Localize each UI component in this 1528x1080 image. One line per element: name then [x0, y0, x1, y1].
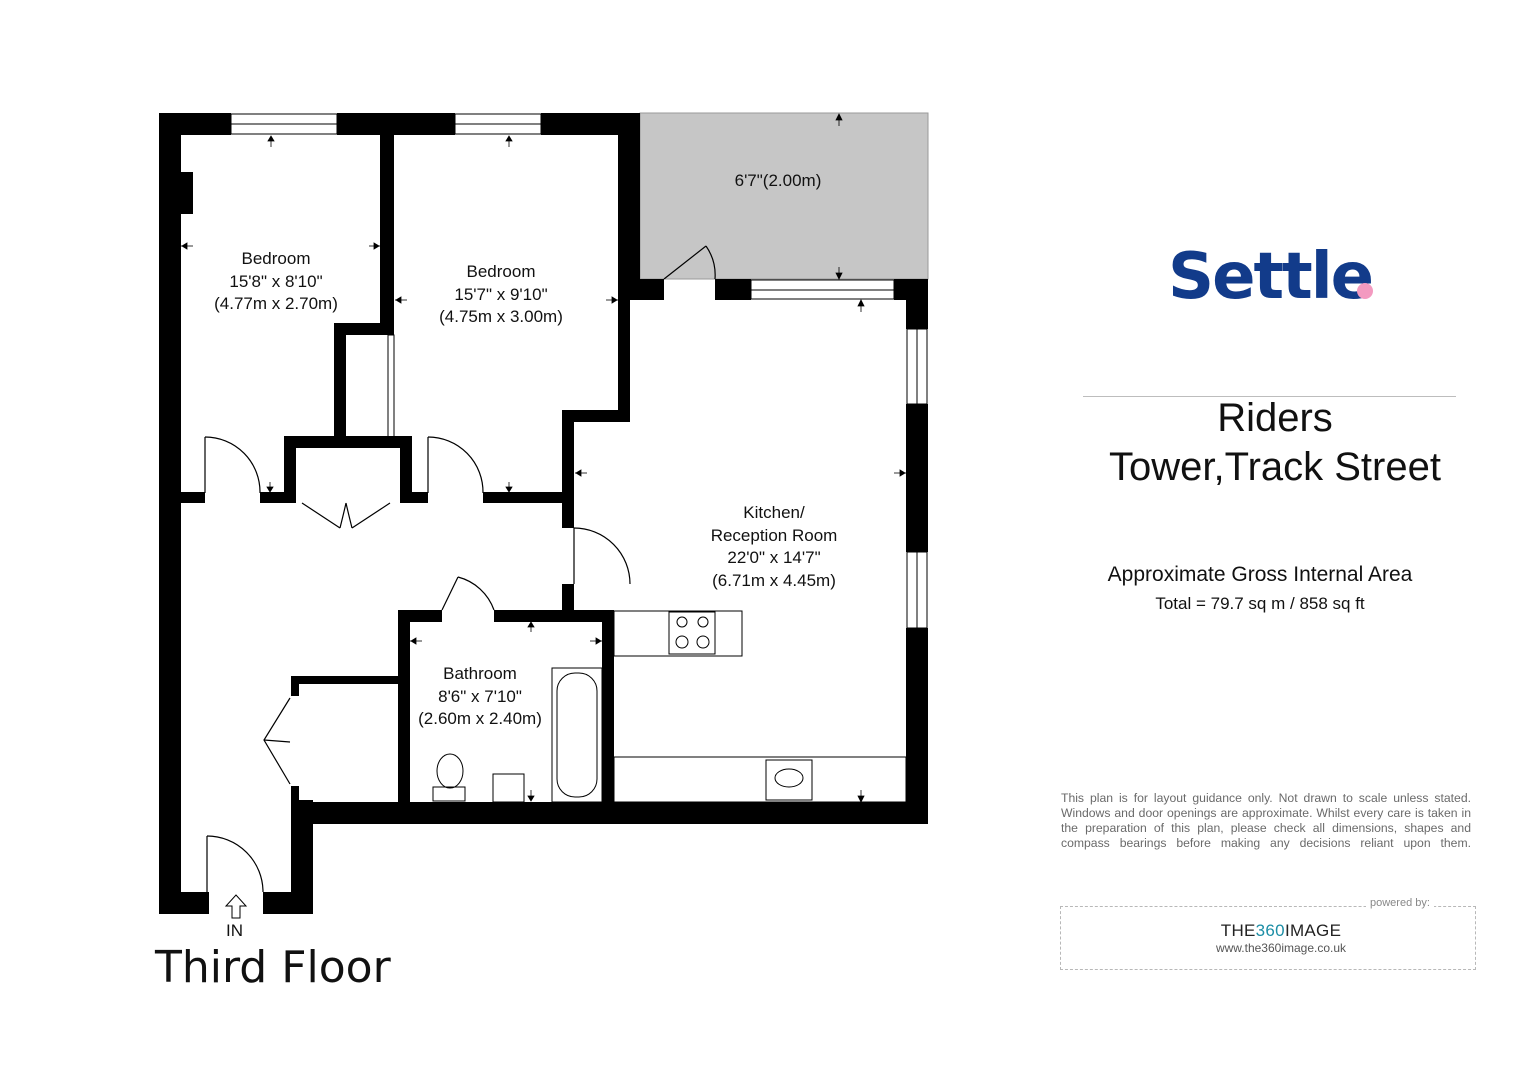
area-total: Total = 79.7 sq m / 858 sq ft: [1155, 594, 1365, 613]
room-label-bedroom-1: Bedroom 15'8" x 8'10" (4.77m x 2.70m): [196, 248, 356, 316]
floor-title: Third Floor: [155, 942, 391, 993]
credit-url[interactable]: www.the360image.co.uk: [1215, 941, 1347, 955]
room-label-bedroom-2: Bedroom 15'7" x 9'10" (4.75m x 3.00m): [421, 261, 581, 329]
credit-box: [1060, 906, 1476, 970]
room-name: Bedroom: [241, 249, 311, 268]
dimension-arrows: [181, 113, 906, 803]
room-dimensions-imperial: 15'7" x 9'10": [454, 284, 548, 304]
doors: [204, 245, 716, 893]
room-label-kitchen-reception: Kitchen/ Reception Room 22'0" x 14'7" (6…: [684, 502, 864, 592]
address-line-1: Riders: [1217, 396, 1333, 440]
settle-logo: Settle: [1168, 240, 1374, 314]
address-line-2: Tower,Track Street: [1109, 445, 1441, 489]
fixtures: [432, 610, 907, 803]
room-name-line2: Reception Room: [710, 525, 838, 545]
divider: [1083, 396, 1456, 397]
room-dimensions-metric: (4.75m x 3.00m): [439, 307, 563, 326]
room-dimensions-metric: (6.71m x 4.45m): [712, 570, 836, 590]
disclaimer: This plan is for layout guidance only. N…: [1061, 791, 1471, 850]
room-dimensions-imperial: 22'0" x 14'7": [727, 548, 821, 567]
credit-highlight: 360: [1255, 921, 1285, 940]
balcony-area: [639, 112, 929, 280]
svg-text:Settle: Settle: [1168, 240, 1372, 314]
room-dimensions-metric: (2.60m x 2.40m): [418, 709, 542, 728]
credit-suffix: IMAGE: [1284, 921, 1342, 940]
room-dimensions-imperial: 8'6" x 7'10": [438, 686, 522, 706]
entrance-arrow-icon: [224, 894, 248, 919]
area-title: Approximate Gross Internal Area: [1107, 563, 1413, 586]
room-name: Bathroom: [443, 664, 517, 683]
credit-brand: THE360IMAGE: [1060, 921, 1502, 941]
room-label-bathroom: Bathroom 8'6" x 7'10" (2.60m x 2.40m): [400, 663, 560, 731]
room-dimensions-imperial: 15'8" x 8'10": [229, 271, 323, 291]
room-name: Kitchen/: [743, 503, 805, 522]
balcony-label: 6'7"(2.00m): [734, 171, 822, 190]
powered-by-label: powered by:: [1366, 897, 1434, 909]
room-name: Bedroom: [466, 262, 536, 281]
walls: [159, 113, 928, 914]
credit-prefix: THE: [1220, 921, 1256, 940]
entrance-label: IN: [226, 921, 243, 940]
windows: [230, 113, 928, 629]
room-dimensions-metric: (4.77m x 2.70m): [214, 294, 338, 313]
